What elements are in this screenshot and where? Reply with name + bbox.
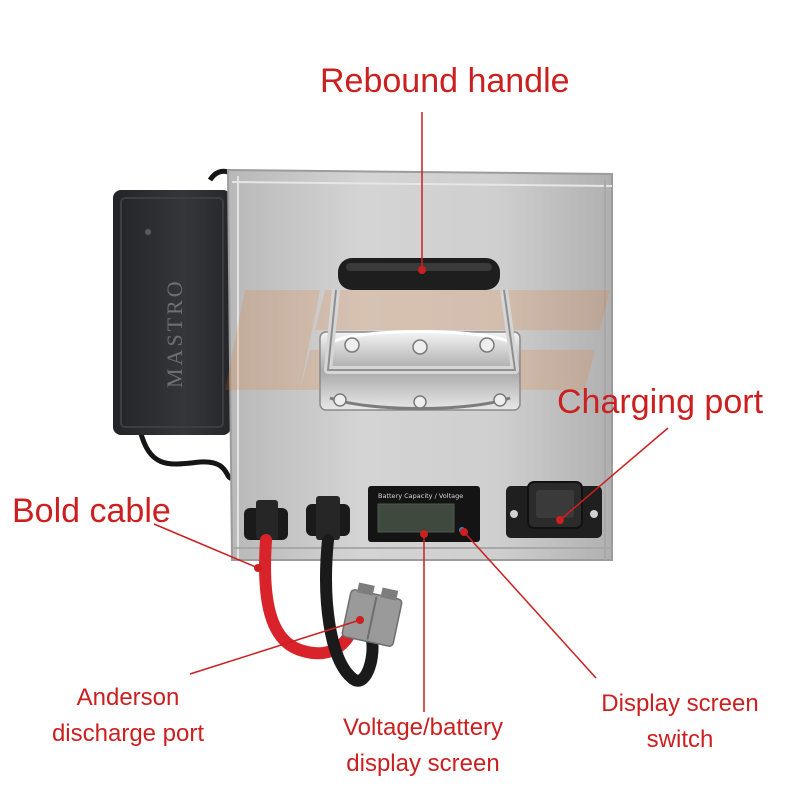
bold-cable-black xyxy=(320,534,379,687)
charger-cord xyxy=(137,429,233,481)
display-caption: Battery Capacity / Voltage xyxy=(378,492,463,500)
cable-glands xyxy=(244,496,350,540)
callout-charging-port: Charging port xyxy=(557,383,764,421)
callout-anderson-line2: discharge port xyxy=(51,720,205,747)
callout-lines xyxy=(153,112,669,712)
charging-port xyxy=(506,481,602,538)
callout-anderson-discharge-port: Anderson discharge port xyxy=(44,680,212,752)
callout-display-screen-switch: Display screen switch xyxy=(592,686,768,758)
callout-bold-cable: Bold cable xyxy=(12,492,171,530)
callout-voltage-line2: display screen xyxy=(346,750,500,777)
anderson-connector xyxy=(341,582,403,647)
callout-voltage-display: Voltage/battery display screen xyxy=(330,710,516,782)
callout-switch-line1: Display screen xyxy=(601,690,759,717)
charger: MASTRO xyxy=(113,190,231,435)
voltage-display: Battery Capacity / Voltage xyxy=(368,486,480,542)
charger-brand: MASTRO xyxy=(162,278,187,388)
callout-voltage-line1: Voltage/battery xyxy=(342,714,504,741)
callout-anderson-line1: Anderson xyxy=(76,684,180,711)
bold-cable-red xyxy=(259,534,358,660)
rebound-handle xyxy=(319,258,521,411)
callout-rebound-handle: Rebound handle xyxy=(320,62,570,100)
callout-switch-line2: switch xyxy=(646,726,714,753)
